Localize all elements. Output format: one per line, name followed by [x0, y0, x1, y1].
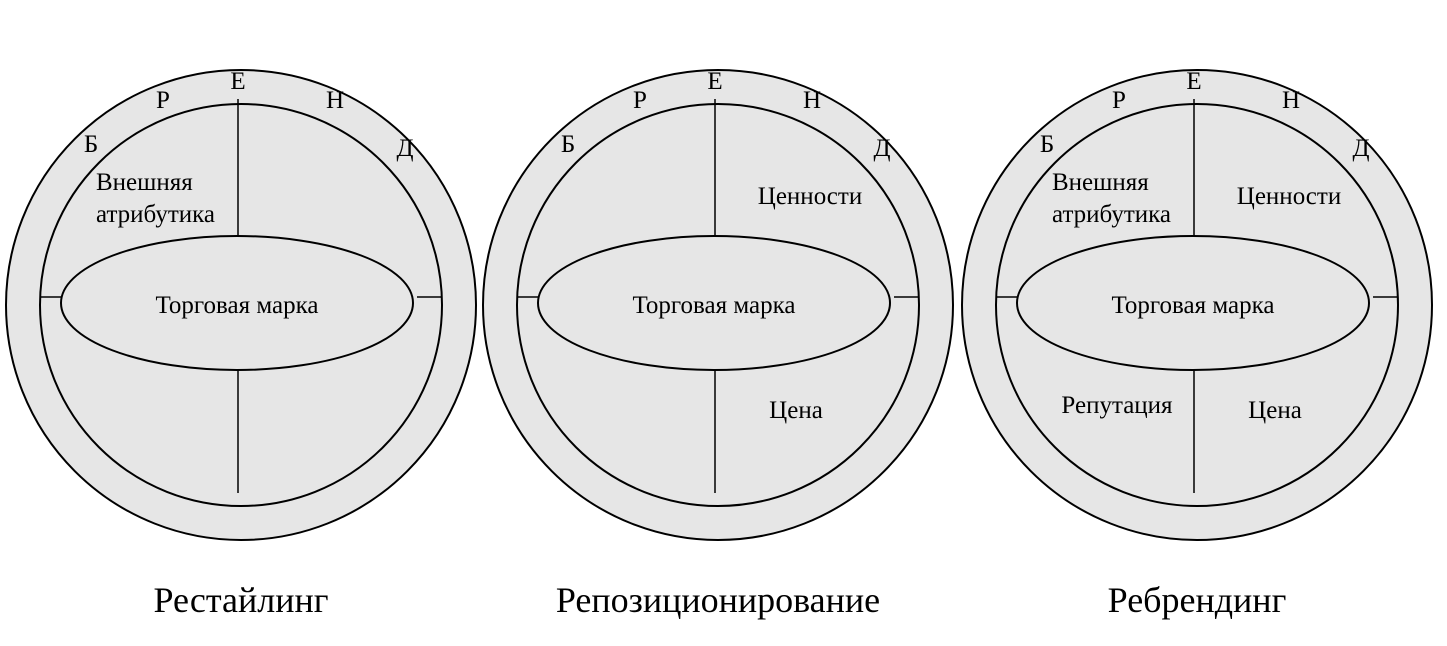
ring-letter: Н	[1282, 87, 1300, 114]
ring-letter: Р	[633, 87, 647, 114]
quadrant-bottom-right-label: Цена	[1248, 397, 1302, 424]
ring-letter: Е	[230, 68, 245, 95]
brand-core	[1016, 235, 1370, 371]
diagram-caption: Репозиционирование	[556, 580, 880, 620]
brand-core	[60, 235, 414, 371]
ring-letter: Н	[803, 87, 821, 114]
ring-letter: Б	[1040, 131, 1054, 158]
quadrant-top-left-label: атрибутика	[1052, 201, 1171, 228]
brand-core	[537, 235, 891, 371]
brand-wheel-3: Торговая марка Б Р Е Н Д Внешняя атрибутика Ценн…	[961, 68, 1433, 620]
diagram-caption: Ребрендинг	[1108, 580, 1287, 620]
ring-letter: Д	[1352, 135, 1369, 162]
core-label: Торговая марка	[156, 292, 319, 319]
ring-letter: Е	[1186, 68, 1201, 95]
quadrant-top-left-label: атрибутика	[96, 201, 215, 228]
quadrant-bottom-left-label: Репутация	[1061, 392, 1173, 419]
quadrant-bottom-right-label: Цена	[769, 397, 823, 424]
ring-letter: Р	[1112, 87, 1126, 114]
brand-wheel-1: Торговая марка Б Р Е Н Д Внешняя атрибутикаРест…	[5, 68, 477, 620]
quadrant-top-left-label: Внешняя	[1052, 169, 1149, 196]
quadrant-top-right-label: Ценности	[758, 183, 862, 210]
ring-letter: Н	[326, 87, 344, 114]
core-label: Торговая марка	[1112, 292, 1275, 319]
brand-wheel-2: Торговая марка Б Р Е Н Д ЦенностиЦенаРепозицио…	[482, 68, 954, 620]
core-label: Торговая марка	[633, 292, 796, 319]
ring-letter: Д	[873, 135, 890, 162]
ring-letter: Б	[561, 131, 575, 158]
ring-letter: Е	[707, 68, 722, 95]
diagram-caption: Рестайлинг	[153, 580, 328, 620]
quadrant-top-left-label: Внешняя	[96, 169, 193, 196]
ring-letter: Б	[84, 131, 98, 158]
quadrant-top-right-label: Ценности	[1237, 183, 1341, 210]
ring-letter: Р	[156, 87, 170, 114]
ring-letter: Д	[396, 135, 413, 162]
